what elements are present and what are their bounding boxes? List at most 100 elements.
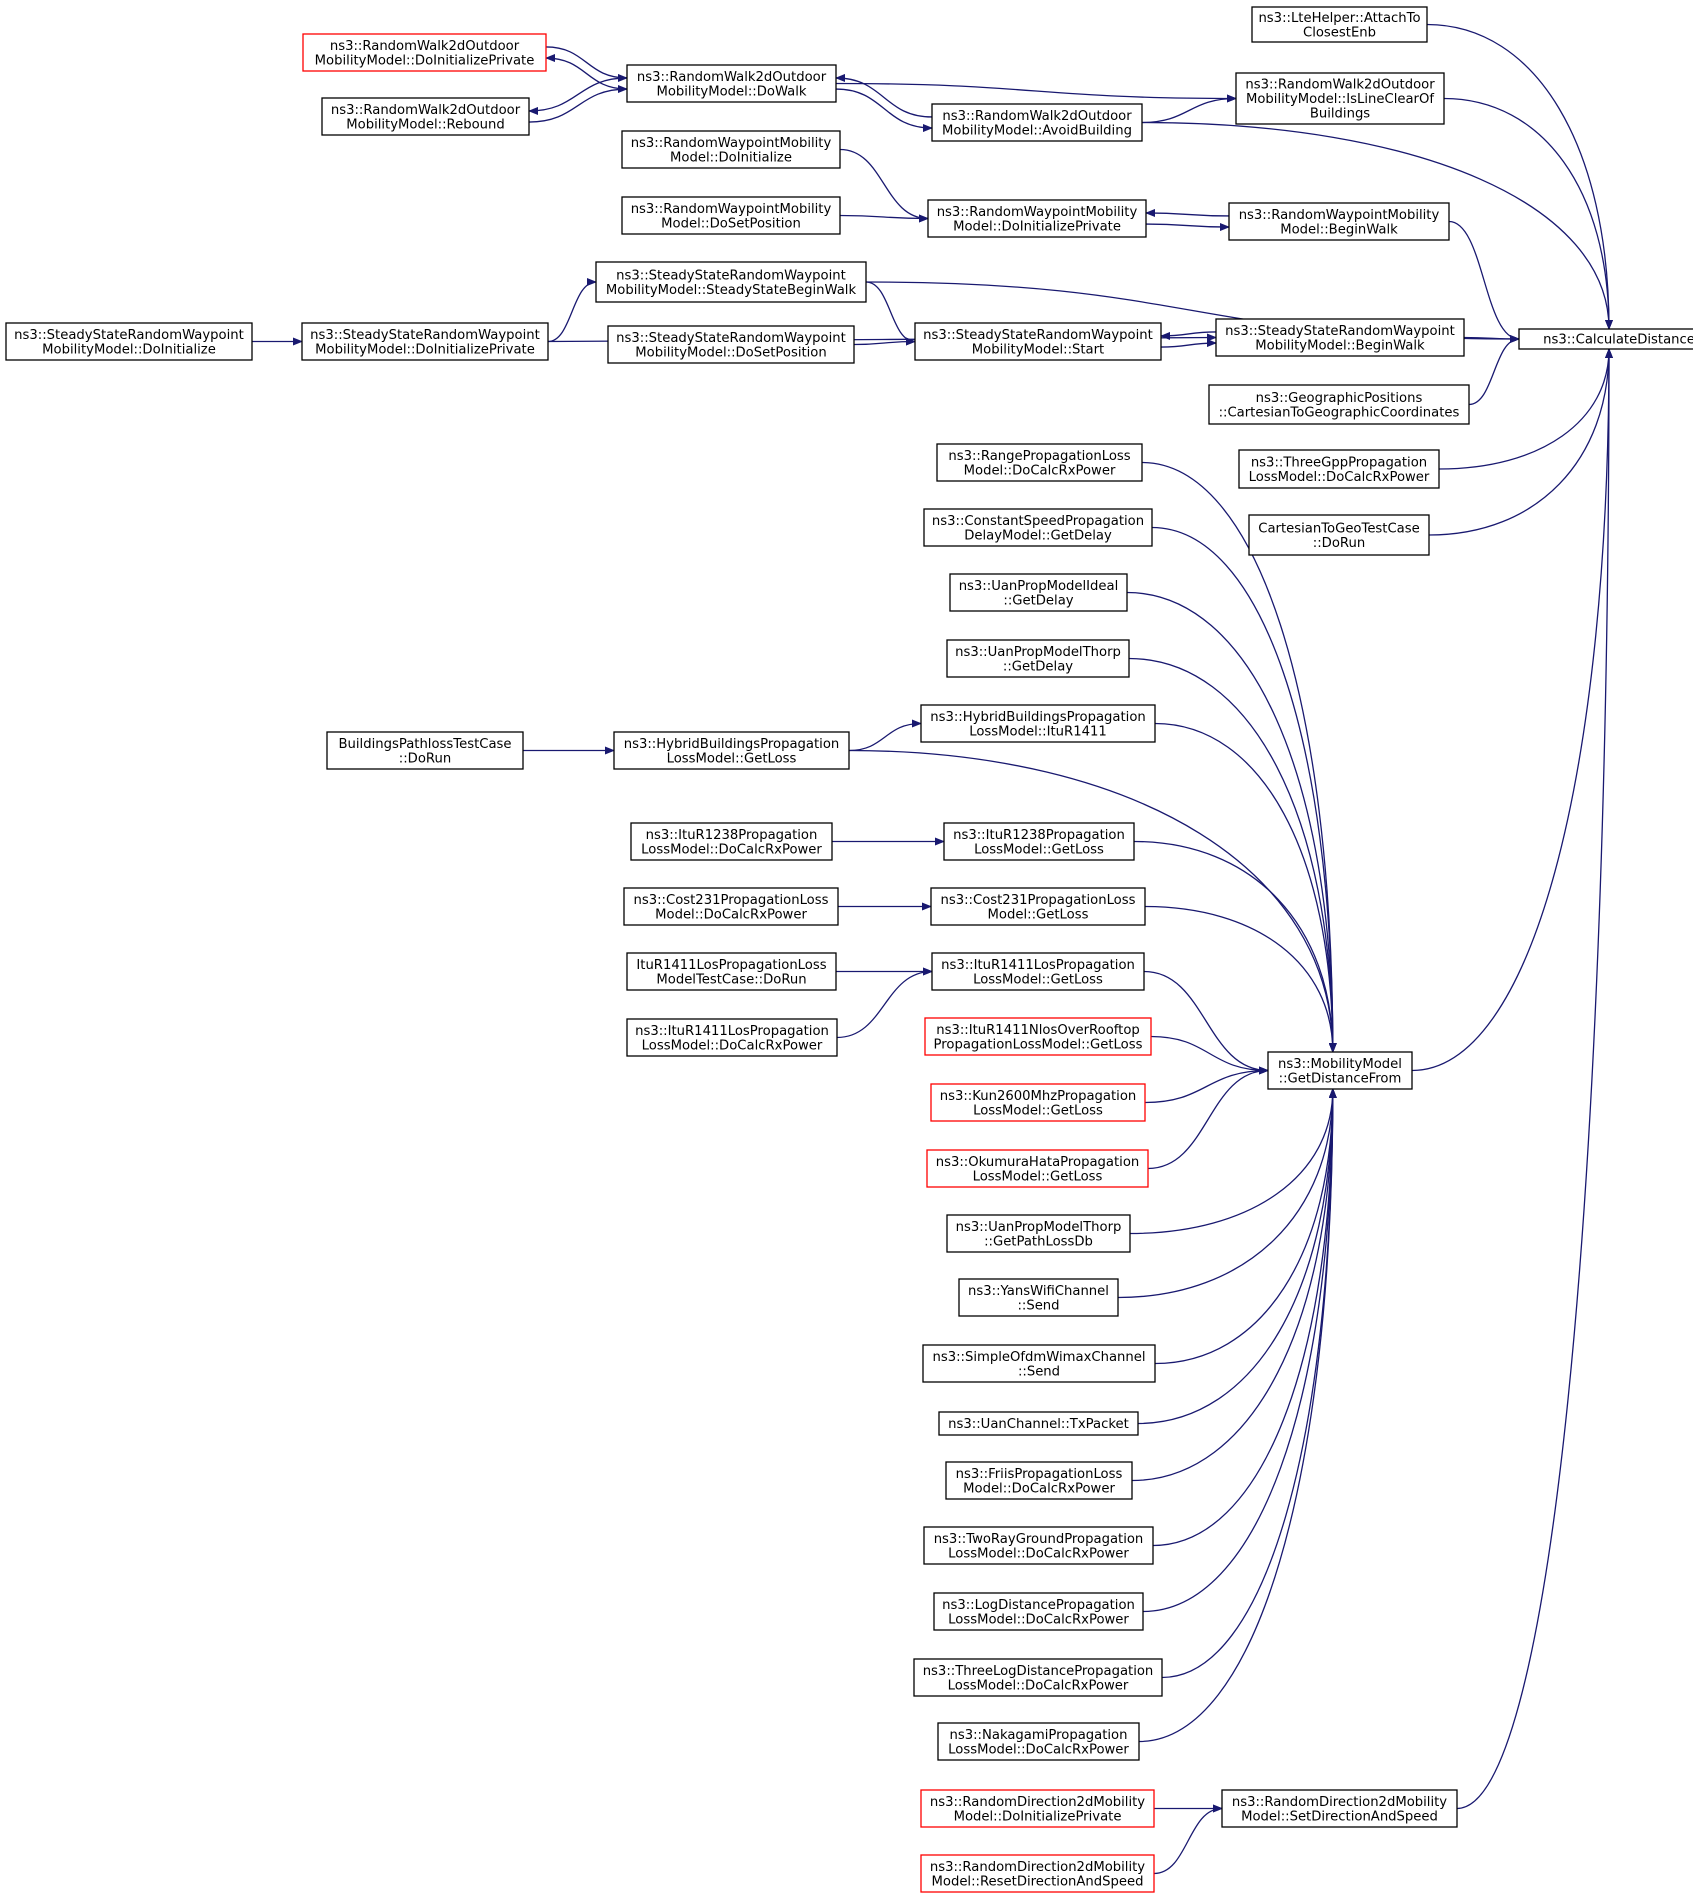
node-label-line: ns3::RandomWalk2dOutdoor	[942, 109, 1132, 124]
node-label-line: ns3::ThreeLogDistancePropagation	[923, 1664, 1154, 1679]
node-box	[302, 33, 547, 72]
node-rw2d-avoid[interactable]: ns3::RandomWalk2dOutdoorMobilityModel::A…	[931, 103, 1143, 142]
node-ssrwp-start[interactable]: ns3::SteadyStateRandomWaypointMobilityMo…	[914, 322, 1162, 361]
node-label-line: PropagationLossModel::GetLoss	[934, 1037, 1143, 1052]
node-box	[936, 443, 1143, 482]
node-logdist-calc[interactable]: ns3::LogDistancePropagationLossModel::Do…	[933, 1592, 1144, 1631]
node-cost231-calc[interactable]: ns3::Cost231PropagationLossModel::DoCalc…	[623, 887, 839, 926]
node-geo-cart[interactable]: ns3::GeographicPositions::CartesianToGeo…	[1208, 384, 1470, 425]
node-box	[1518, 328, 1693, 350]
edge-itur1411los-getloss-to-mobility-getdist	[1143, 970, 1269, 1075]
node-label-line: LossModel::GetLoss	[973, 1169, 1103, 1184]
node-rw2d-doinitpriv[interactable]: ns3::RandomWalk2dOutdoorMobilityModel::D…	[302, 33, 547, 72]
node-box	[1267, 1051, 1413, 1090]
node-label-line: LossModel::GetLoss	[973, 1103, 1103, 1118]
node-box	[1215, 318, 1465, 357]
node-ssrwp-doinitpriv[interactable]: ns3::SteadyStateRandomWaypointMobilityMo…	[301, 322, 549, 361]
node-ssrwp-doinit[interactable]: ns3::SteadyStateRandomWaypointMobilityMo…	[5, 322, 253, 361]
edge-cart-geo-test-to-calc-distance	[1428, 348, 1613, 536]
node-box	[626, 952, 837, 991]
node-box	[930, 1083, 1146, 1122]
node-rw2d-isclear[interactable]: ns3::RandomWalk2dOutdoorMobilityModel::I…	[1235, 72, 1445, 125]
node-label-line: ns3::SteadyStateRandomWaypoint	[616, 268, 846, 283]
node-range-calc[interactable]: ns3::RangePropagationLossModel::DoCalcRx…	[936, 443, 1143, 482]
node-kun2600-getloss[interactable]: ns3::Kun2600MhzPropagationLossModel::Get…	[930, 1083, 1146, 1122]
node-itur1411los-test[interactable]: ItuR1411LosPropagationLossModelTestCase:…	[626, 952, 837, 991]
node-label-line: ::GetPathLossDb	[984, 1234, 1093, 1249]
node-label-line: Model::ResetDirectionAndSpeed	[932, 1874, 1144, 1889]
node-label-line: Model::DoInitializePrivate	[954, 1809, 1122, 1824]
node-rwp-beginwalk[interactable]: ns3::RandomWaypointMobilityModel::BeginW…	[1228, 202, 1450, 241]
node-itur1411los-getloss[interactable]: ns3::ItuR1411LosPropagationLossModel::Ge…	[931, 952, 1145, 991]
node-label-line: LossModel::DoCalcRxPower	[948, 1678, 1129, 1693]
node-bldg-pathloss-test[interactable]: BuildingsPathlossTestCase::DoRun	[326, 731, 524, 770]
node-label-line: ns3::UanPropModelIdeal	[959, 579, 1119, 594]
node-label-line: Model::DoCalcRxPower	[963, 1481, 1115, 1496]
edge-ssrwp-beginwalk-to-ssrwp-start	[1160, 331, 1217, 340]
node-label-line: ns3::RandomWaypointMobility	[631, 202, 832, 217]
node-label-line: Model::DoInitialize	[670, 150, 792, 165]
node-cart-geo-test[interactable]: CartesianToGeoTestCase::DoRun	[1248, 514, 1430, 556]
node-uan-txpacket[interactable]: ns3::UanChannel::TxPacket	[938, 1411, 1139, 1436]
node-label-line: LossModel::DoCalcRxPower	[642, 1038, 823, 1053]
node-friis-calc[interactable]: ns3::FriisPropagationLossModel::DoCalcRx…	[945, 1461, 1133, 1500]
node-box	[623, 887, 839, 926]
node-rd2d-doinitpriv[interactable]: ns3::RandomDirection2dMobilityModel::DoI…	[920, 1789, 1155, 1828]
node-threegpp-calc[interactable]: ns3::ThreeGppPropagationLossModel::DoCal…	[1238, 449, 1440, 489]
node-uan-thorp-pathloss[interactable]: ns3::UanPropModelThorp::GetPathLossDb	[946, 1214, 1131, 1253]
node-rw2d-dowalk[interactable]: ns3::RandomWalk2dOutdoorMobilityModel::D…	[626, 64, 837, 103]
node-calc-distance[interactable]: ns3::CalculateDistance	[1518, 328, 1693, 350]
node-rwp-doinit[interactable]: ns3::RandomWaypointMobilityModel::DoInit…	[621, 130, 841, 169]
node-hybrid-itur1411[interactable]: ns3::HybridBuildingsPropagationLossModel…	[920, 704, 1156, 743]
node-rd2d-setdir[interactable]: ns3::RandomDirection2dMobilityModel::Set…	[1221, 1789, 1458, 1828]
node-label-line: LossModel::ItuR1411	[969, 724, 1107, 739]
node-label-line: CartesianToGeoTestCase	[1258, 521, 1420, 536]
node-itur1238-calc[interactable]: ns3::ItuR1238PropagationLossModel::DoCal…	[630, 822, 833, 861]
node-tworay-calc[interactable]: ns3::TwoRayGroundPropagationLossModel::D…	[923, 1526, 1154, 1565]
node-ssrwp-dosetpos[interactable]: ns3::SteadyStateRandomWaypointMobilityMo…	[607, 325, 855, 364]
node-box	[621, 196, 841, 235]
node-rwp-doinitpriv[interactable]: ns3::RandomWaypointMobilityModel::DoInit…	[927, 199, 1147, 238]
node-box	[923, 1526, 1154, 1565]
node-label-line: ModelTestCase::DoRun	[656, 972, 806, 987]
node-box	[321, 97, 530, 136]
node-label-line: MobilityModel::Rebound	[346, 117, 504, 132]
node-box	[1228, 202, 1450, 241]
node-hybrid-getloss[interactable]: ns3::HybridBuildingsPropagationLossModel…	[613, 731, 850, 770]
node-rd2d-resetdir[interactable]: ns3::RandomDirection2dMobilityModel::Res…	[920, 1854, 1155, 1893]
edge-rw2d-dowalk-to-rw2d-rebound	[528, 77, 628, 115]
node-cost231-getloss[interactable]: ns3::Cost231PropagationLossModel::GetLos…	[930, 887, 1146, 926]
node-box	[922, 1344, 1156, 1383]
node-label-line: MobilityModel::Start	[972, 342, 1104, 357]
edge-cost231-getloss-to-mobility-getdist	[1144, 905, 1337, 1053]
node-rw2d-rebound[interactable]: ns3::RandomWalk2dOutdoorMobilityModel::R…	[321, 97, 530, 136]
node-label-line: Buildings	[1310, 107, 1370, 122]
edge-uan-ideal-delay-to-mobility-getdist	[1126, 591, 1337, 1053]
node-ssrwp-ssbegin[interactable]: ns3::SteadyStateRandomWaypointMobilityMo…	[595, 261, 867, 303]
node-label-line: LossModel::GetLoss	[667, 751, 797, 766]
edge-rw2d-dowalk-to-rw2d-doinitpriv	[545, 54, 628, 90]
node-nakagami-calc[interactable]: ns3::NakagamiPropagationLossModel::DoCal…	[937, 1722, 1140, 1761]
node-threelog-calc[interactable]: ns3::ThreeLogDistancePropagationLossMode…	[913, 1658, 1163, 1697]
node-label-line: ::Send	[1018, 1364, 1060, 1379]
node-yans-send[interactable]: ns3::YansWifiChannel::Send	[958, 1278, 1119, 1317]
node-itur1411los-calc[interactable]: ns3::ItuR1411LosPropagationLossModel::Do…	[626, 1018, 838, 1057]
node-uan-ideal-delay[interactable]: ns3::UanPropModelIdeal::GetDelay	[949, 573, 1128, 612]
node-itur1411nlos-getloss[interactable]: ns3::ItuR1411NlosOverRooftopPropagationL…	[924, 1017, 1152, 1056]
node-mobility-getdist[interactable]: ns3::MobilityModel::GetDistanceFrom	[1267, 1051, 1413, 1090]
node-label-line: ::Send	[1017, 1298, 1059, 1313]
edge-hybrid-getloss-to-hybrid-itur1411	[848, 719, 922, 752]
node-itur1238-getloss[interactable]: ns3::ItuR1238PropagationLossModel::GetLo…	[943, 822, 1135, 861]
node-label-line: ns3::UanChannel::TxPacket	[948, 1417, 1129, 1432]
node-ofdm-send[interactable]: ns3::SimpleOfdmWimaxChannel::Send	[922, 1344, 1156, 1383]
node-label-line: Model::GetLoss	[988, 907, 1089, 922]
node-okumura-getloss[interactable]: ns3::OkumuraHataPropagationLossModel::Ge…	[926, 1149, 1149, 1188]
node-constspeed-delay[interactable]: ns3::ConstantSpeedPropagationDelayModel:…	[923, 508, 1153, 547]
node-label-line: ns3::ItuR1238Propagation	[646, 828, 818, 843]
node-box	[945, 1461, 1133, 1500]
node-ssrwp-beginwalk[interactable]: ns3::SteadyStateRandomWaypointMobilityMo…	[1215, 318, 1465, 357]
node-rwp-dosetpos[interactable]: ns3::RandomWaypointMobilityModel::DoSetP…	[621, 196, 841, 235]
node-uan-thorp-delay[interactable]: ns3::UanPropModelThorp::GetDelay	[946, 639, 1130, 678]
edge-rw2d-isclear-to-calc-distance	[1443, 97, 1613, 330]
